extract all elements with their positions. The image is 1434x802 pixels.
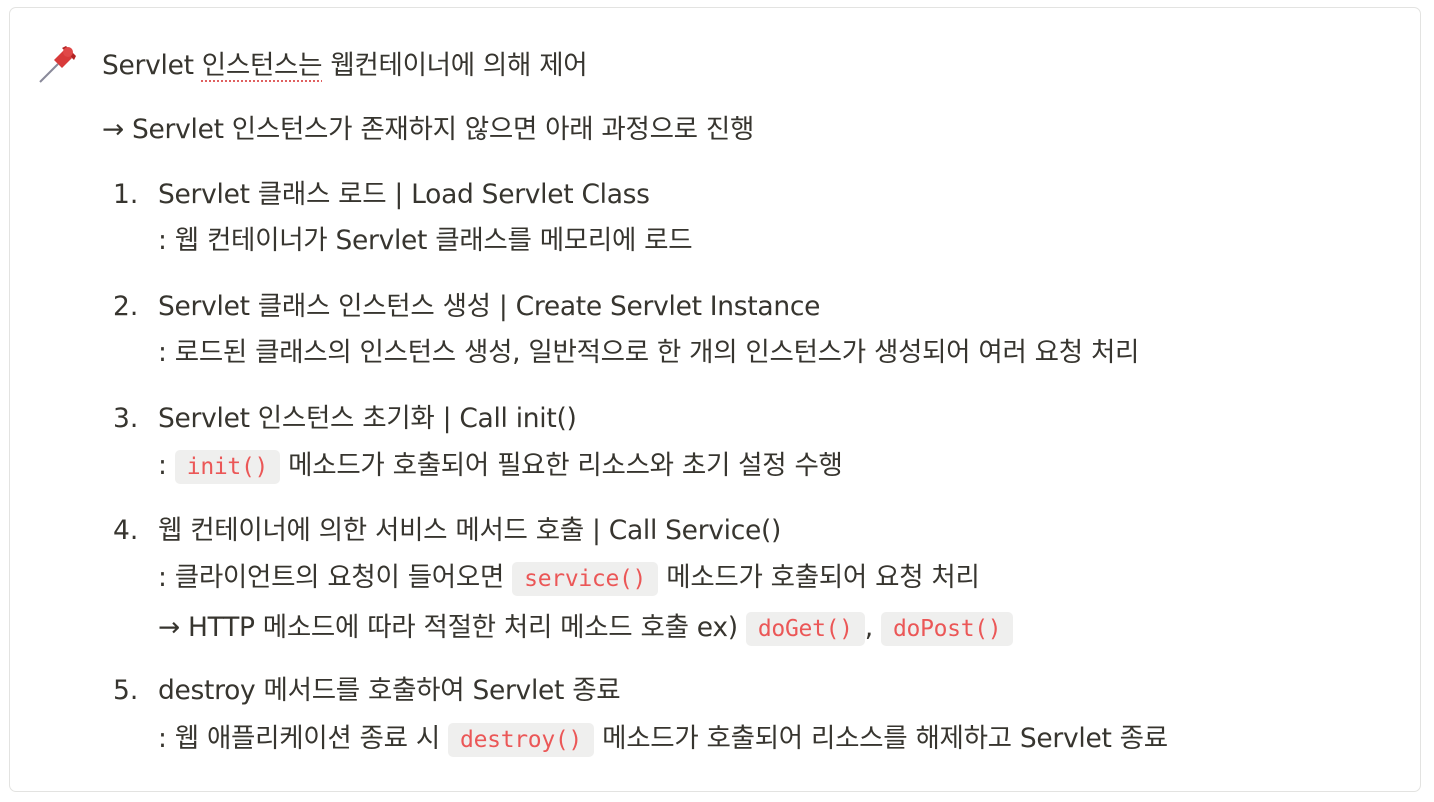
step-heading: Servlet 클래스 로드 | Load Servlet Class	[158, 179, 650, 210]
step-description: : 로드된 클래스의 인스턴스 생성, 일반적으로 한 개의 인스턴스가 생성되…	[158, 337, 1140, 368]
callout-title: Servlet 인스턴스는 웹컨테이너에 의해 제어	[102, 50, 588, 81]
step-heading: destroy 메서드를 호출하여 Servlet 종료	[158, 675, 621, 706]
step-description: : 웹 애플리케이션 종료 시 destroy() 메소드가 호출되어 리소스를…	[158, 721, 1168, 758]
step-heading: 웹 컨테이너에 의한 서비스 메서드 호출 | Call Service()	[158, 515, 782, 546]
inline-code: service()	[512, 562, 659, 596]
spellcheck-word: 인스턴스는	[201, 50, 323, 81]
pushpin-icon	[39, 46, 76, 83]
step-heading: Servlet 클래스 인스턴스 생성 | Create Servlet Ins…	[158, 291, 821, 322]
step-description: : init() 메소드가 호출되어 필요한 리소스와 초기 설정 수행	[158, 448, 843, 485]
step-description: : 클라이언트의 요청이 들어오면 service() 메소드가 호출되어 요청…	[158, 560, 980, 597]
step-extra: → HTTP 메소드에 따라 적절한 처리 메소드 호출 ex) doGet()…	[158, 610, 1014, 647]
step-number: 1.	[113, 179, 139, 210]
inline-code: init()	[174, 450, 281, 484]
callout-subtitle: → Servlet 인스턴스가 존재하지 않으면 아래 과정으로 진행	[102, 114, 755, 145]
inline-code: doPost()	[880, 612, 1014, 646]
step-number: 5.	[113, 675, 139, 706]
inline-code: doGet()	[745, 612, 865, 646]
step-number: 3.	[113, 403, 139, 434]
step-number: 2.	[113, 291, 139, 322]
step-description: : 웹 컨테이너가 Servlet 클래스를 메모리에 로드	[158, 225, 693, 256]
callout-block	[9, 7, 1421, 792]
step-number: 4.	[113, 515, 139, 546]
inline-code: destroy()	[448, 723, 594, 757]
step-heading: Servlet 인스턴스 초기화 | Call init()	[158, 403, 577, 434]
